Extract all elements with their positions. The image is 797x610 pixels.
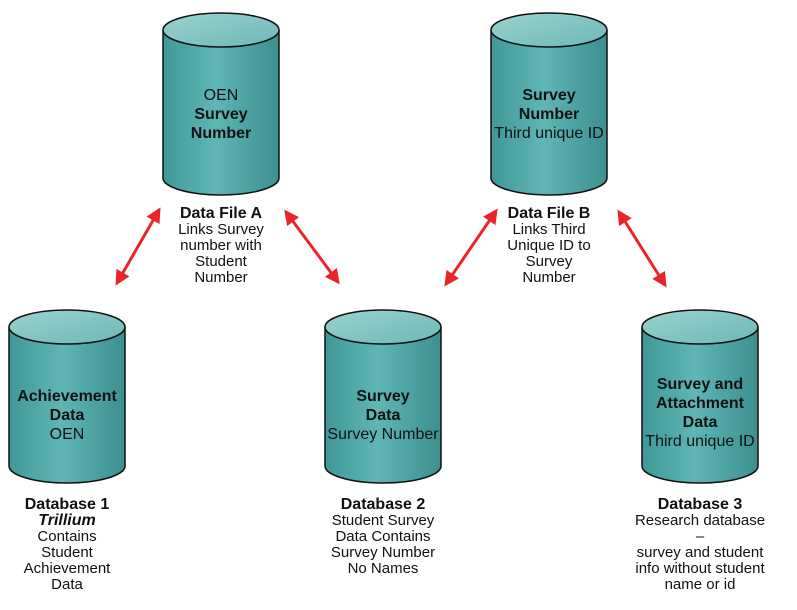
database-1-data-label: Data xyxy=(49,407,85,424)
database-3-attachment-label: Attachment xyxy=(655,395,744,412)
data-file-b-number-label: Number xyxy=(518,106,580,123)
cylinder-database-2 xyxy=(324,309,442,484)
database-2-survey-label: Survey xyxy=(356,388,410,405)
database-3-caption-line: survey and student xyxy=(636,544,764,561)
database-1-caption-line: Data xyxy=(51,576,83,593)
database-2-caption-line: Student Survey xyxy=(331,512,435,529)
database-1-caption: Database 1 Trillium Contains Student Ach… xyxy=(2,497,132,593)
data-file-a-number-label: Number xyxy=(190,125,252,142)
database-2-caption: Database 2 Student Survey Data Contains … xyxy=(318,497,448,577)
database-1-achievement-label: Achievement xyxy=(17,388,117,405)
database-3-caption-line: name or id xyxy=(664,576,736,593)
data-file-a-title: Data File A xyxy=(179,205,263,222)
cylinder-database-1 xyxy=(8,309,126,484)
database-3-survey-and-label: Survey and xyxy=(656,376,744,393)
database-2-cylinder-text: Survey Data Survey Number xyxy=(325,387,441,444)
cylinder-database-3 xyxy=(641,309,759,484)
cylinder-data-file-b xyxy=(490,12,608,196)
data-file-b-survey-label: Survey xyxy=(522,87,576,104)
data-file-a-caption-line: Links Survey xyxy=(178,221,264,238)
database-3-caption: Database 3 Research database – survey an… xyxy=(630,497,770,593)
data-file-a-caption-line: Number xyxy=(194,269,248,286)
data-file-b-title: Data File B xyxy=(507,205,591,222)
cylinder-data-file-a xyxy=(162,12,280,196)
database-1-caption-line: Contains xyxy=(37,528,97,545)
database-1-subtitle: Trillium xyxy=(38,512,96,529)
data-file-a-caption: Data File A Links Survey number with Stu… xyxy=(161,206,281,286)
database-1-title: Database 1 xyxy=(24,496,110,513)
database-3-caption-line: Research database – xyxy=(634,512,766,545)
arrow-file-b-to-database-3 xyxy=(617,209,667,288)
data-file-b-cylinder-text: Survey Number Third unique ID xyxy=(491,86,607,143)
database-2-data-label: Data xyxy=(365,407,401,424)
arrow-file-a-to-database-1 xyxy=(115,207,161,286)
database-2-title: Database 2 xyxy=(340,496,426,513)
data-file-a-oen-label: OEN xyxy=(203,87,239,104)
arrow-file-b-to-database-2 xyxy=(444,208,498,287)
database-3-data-label: Data xyxy=(682,414,718,431)
database-2-caption-line: No Names xyxy=(347,560,419,577)
database-3-third-id-label: Third unique ID xyxy=(645,433,755,450)
data-file-b-third-id-label: Third unique ID xyxy=(494,125,604,142)
database-1-cylinder-text: Achievement Data OEN xyxy=(9,387,125,444)
database-2-survey-number-label: Survey Number xyxy=(327,426,439,443)
database-2-caption-line: Data Contains xyxy=(335,528,431,545)
data-file-b-caption-line: Links Third xyxy=(512,221,586,238)
database-2-caption-line: Survey Number xyxy=(330,544,436,561)
data-file-a-caption-line: Student xyxy=(195,253,247,270)
data-file-b-caption-line: Number xyxy=(522,269,576,286)
data-file-a-survey-label: Survey xyxy=(194,106,248,123)
data-file-b-caption-line: Unique ID to xyxy=(507,237,591,254)
database-3-title: Database 3 xyxy=(657,496,743,513)
arrow-file-a-to-database-2 xyxy=(284,209,340,285)
database-3-caption-line: info without student xyxy=(635,560,765,577)
database-1-caption-line: Achievement xyxy=(23,560,111,577)
database-3-cylinder-text: Survey and Attachment Data Third unique … xyxy=(642,375,758,451)
data-file-a-cylinder-text: OEN Survey Number xyxy=(163,86,279,143)
database-1-oen-label: OEN xyxy=(49,426,85,443)
data-file-b-caption: Data File B Links Third Unique ID to Sur… xyxy=(489,206,609,286)
data-file-b-caption-line: Survey xyxy=(525,253,573,270)
database-1-caption-line: Student xyxy=(41,544,93,561)
data-file-a-caption-line: number with xyxy=(180,237,262,254)
